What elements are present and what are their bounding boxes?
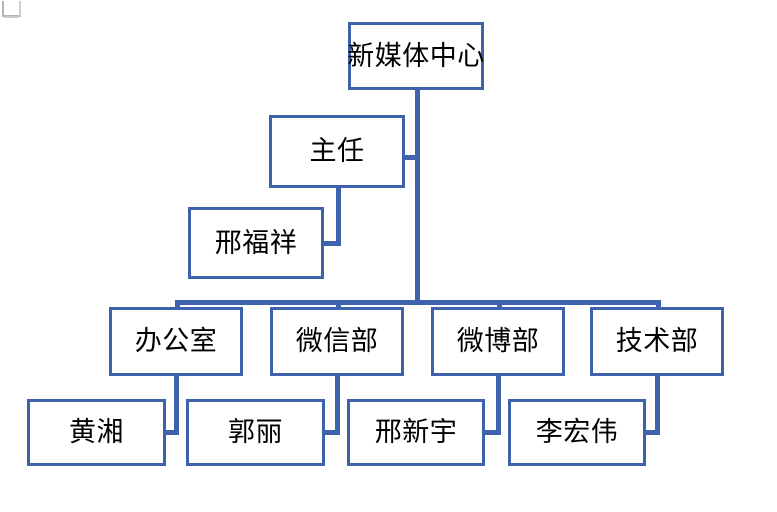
connector-drop-wechat xyxy=(336,300,341,310)
crop-mark-corner-icon xyxy=(2,1,21,17)
node-label: 技术部 xyxy=(615,326,699,357)
node-label: 郭丽 xyxy=(228,417,283,448)
node-director[interactable]: 主任 xyxy=(269,115,405,188)
node-label: 微信部 xyxy=(295,326,379,357)
connector-director-to-trunk xyxy=(402,155,420,160)
node-department-weibo[interactable]: 微博部 xyxy=(431,307,565,376)
node-staff-guo-li[interactable]: 郭丽 xyxy=(186,399,325,466)
connector-person-to-director xyxy=(336,186,341,246)
crop-mark-corner-bar-icon xyxy=(4,16,18,18)
connector-staff-2-vertical xyxy=(335,374,340,433)
node-staff-xing-xinyu[interactable]: 邢新宇 xyxy=(347,399,485,466)
connector-root-trunk xyxy=(415,90,420,304)
node-label: 李宏伟 xyxy=(535,417,619,448)
node-label: 黄湘 xyxy=(69,417,124,448)
node-department-office[interactable]: 办公室 xyxy=(109,307,243,376)
connector-staff-4-horizontal xyxy=(643,430,660,435)
connector-staff-4-vertical xyxy=(655,374,660,433)
connector-staff-1-vertical xyxy=(174,374,179,433)
connector-drop-office xyxy=(175,300,180,310)
connector-staff-3-horizontal xyxy=(482,430,501,435)
node-department-wechat[interactable]: 微信部 xyxy=(270,307,404,376)
node-label: 微博部 xyxy=(456,326,540,357)
connector-staff-3-vertical xyxy=(496,374,501,433)
connector-drop-weibo xyxy=(497,300,502,310)
connector-drop-tech xyxy=(656,300,661,310)
node-label: 邢新宇 xyxy=(374,417,458,448)
node-label: 新媒体中心 xyxy=(347,40,485,72)
node-person-xing-fuxiang[interactable]: 邢福祥 xyxy=(188,207,324,279)
connector-staff-2-horizontal xyxy=(322,430,340,435)
node-label: 主任 xyxy=(309,136,365,167)
node-label: 办公室 xyxy=(134,326,218,357)
connector-staff-1-horizontal xyxy=(163,430,179,435)
node-staff-li-hongwei[interactable]: 李宏伟 xyxy=(508,399,646,466)
node-staff-huang-xiang[interactable]: 黄湘 xyxy=(27,399,166,466)
connector-department-bus xyxy=(175,300,661,305)
node-new-media-center[interactable]: 新媒体中心 xyxy=(347,22,485,90)
connector-person-horizontal xyxy=(321,241,341,246)
node-label: 邢福祥 xyxy=(214,227,298,259)
node-department-tech[interactable]: 技术部 xyxy=(590,307,724,376)
